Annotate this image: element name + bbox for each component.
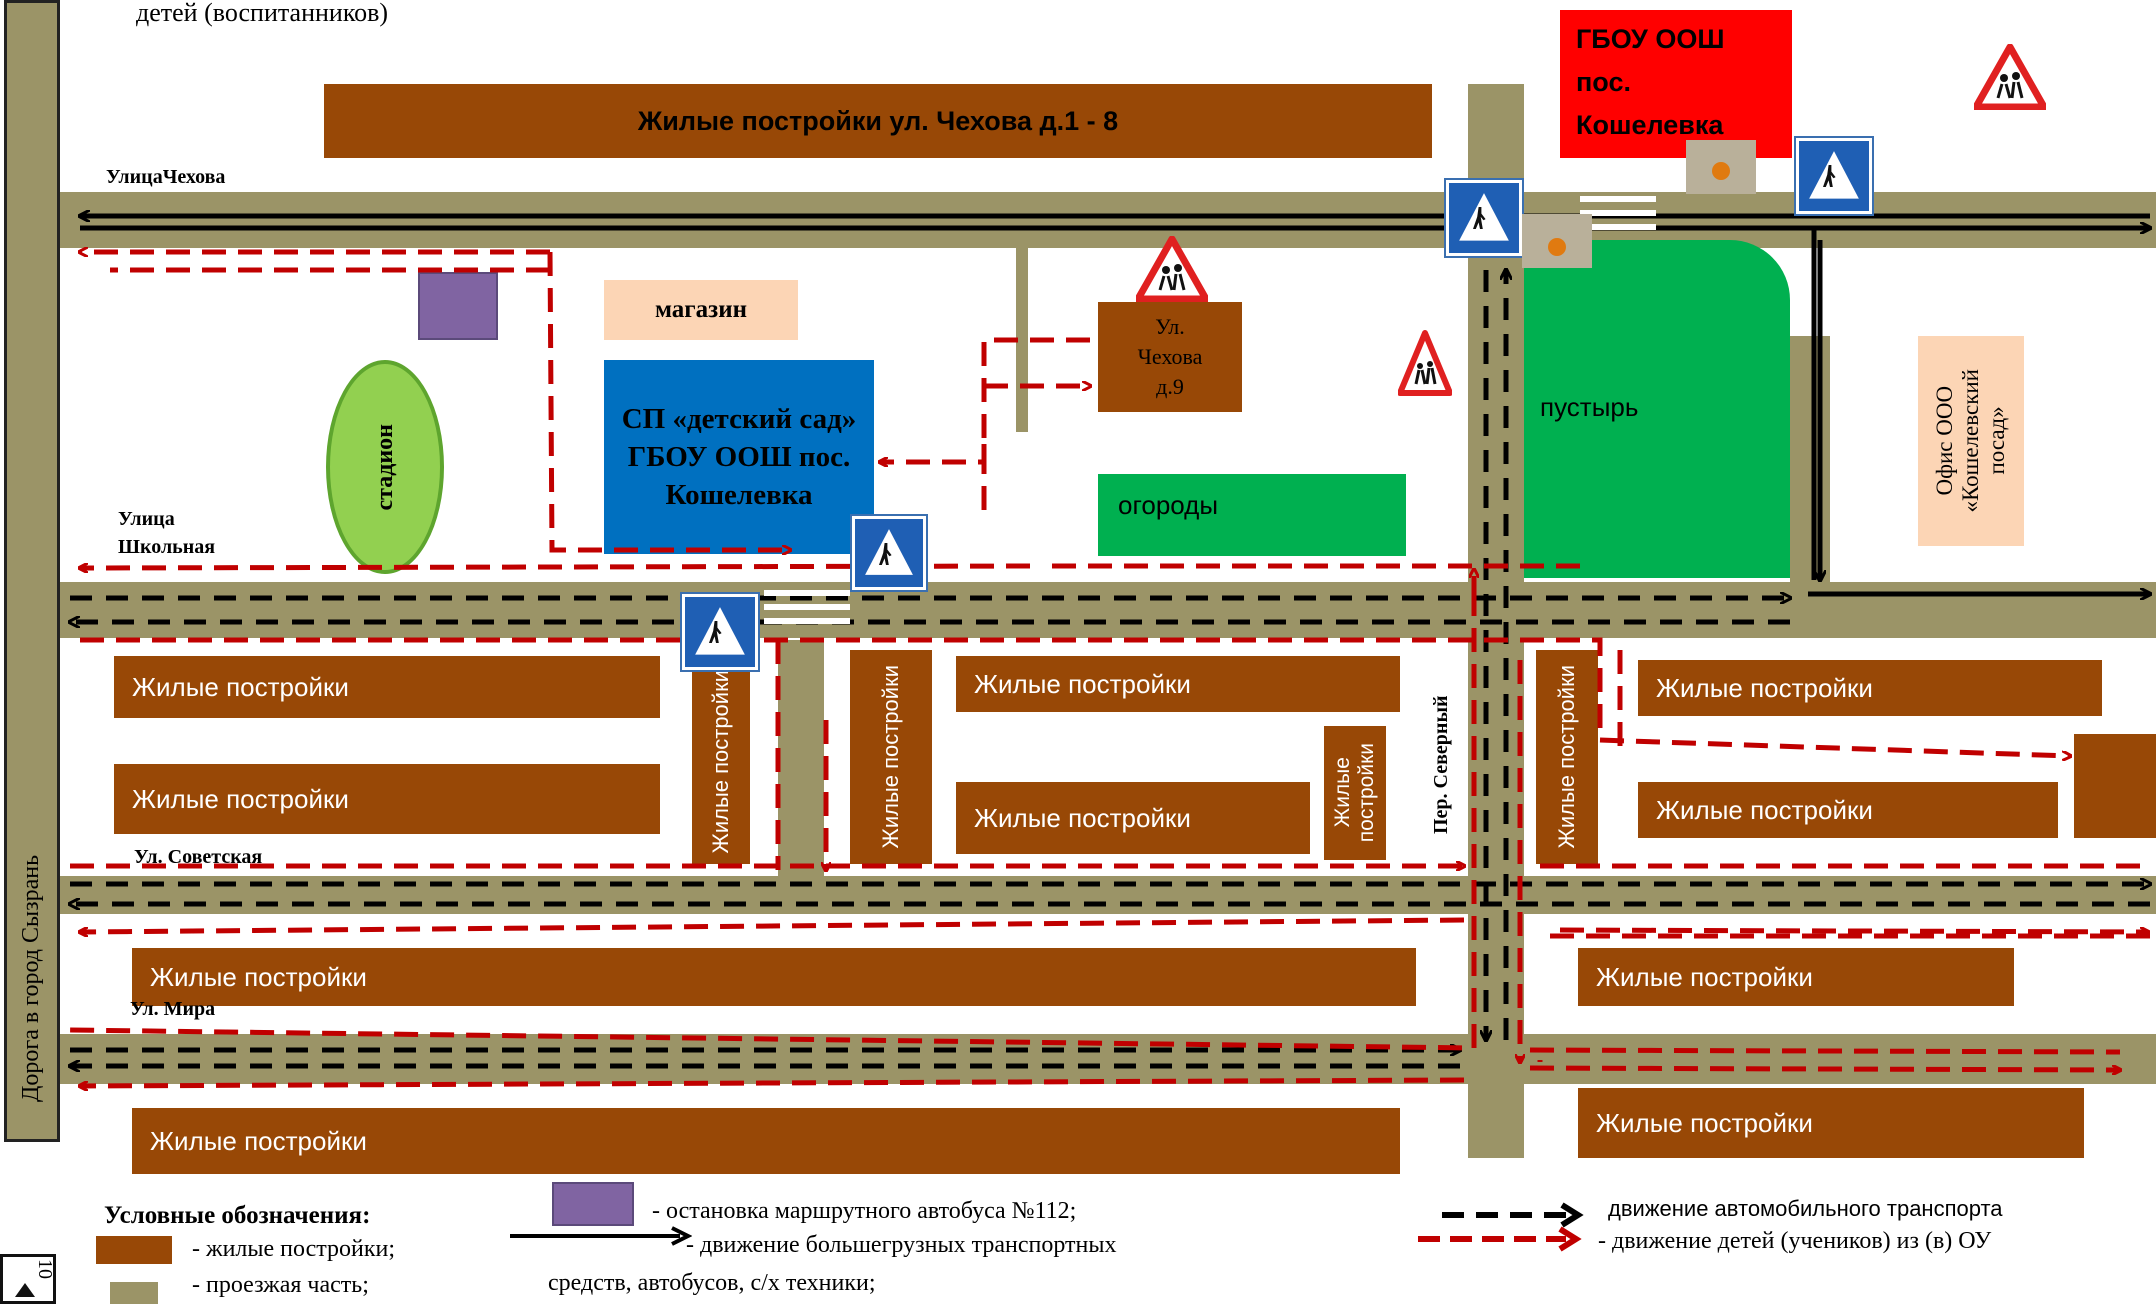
- legend-children-arrow-icon: [1418, 1226, 1582, 1252]
- residential-block: Жилые постройки: [132, 948, 1416, 1006]
- children-warning-sign-icon: [1136, 236, 1208, 302]
- wasteland-area: [1524, 240, 1790, 578]
- crosswalk-stripes: [764, 196, 1656, 624]
- legend-corner-mark: 10: [34, 1259, 56, 1279]
- residential-block: Жилые постройки: [1638, 660, 2102, 716]
- residential-block-small: [2074, 734, 2156, 838]
- road-lane-2: [778, 640, 824, 876]
- chekhov9-label-1: Ул.: [1155, 314, 1185, 339]
- chekhov9-label-2: Чехова: [1137, 344, 1203, 369]
- road-mira: [60, 1034, 2156, 1084]
- heavy-traffic-lines: [80, 216, 2150, 594]
- residential-block-vertical: Жилые постройки: [692, 660, 750, 864]
- residential-block: Жилые постройки: [1638, 782, 2058, 838]
- street-label-shkolnaya-2: Школьная: [118, 536, 216, 558]
- car-traffic-lines: [70, 270, 2150, 1066]
- kindergarten: СП «детский сад» ГБОУ ООШ пос. Кошелевка: [604, 360, 874, 554]
- legend-children-text: - движение детей (учеников) из (в) ОУ: [1598, 1228, 1992, 1254]
- legend-residential-swatch: [96, 1236, 172, 1264]
- shop-label: магазин: [654, 296, 748, 323]
- residential-block: Жилые постройки: [1578, 948, 2014, 1006]
- street-label-chekhova: УлицаЧехова: [106, 166, 226, 188]
- street-label-mira: Ул. Мира: [130, 998, 216, 1020]
- legend-car-text: движение автомобильного транспорта: [1608, 1196, 2003, 1221]
- legend-title: Условные обозначения:: [104, 1202, 371, 1229]
- kindergarten-label: СП «детский сад» ГБОУ ООШ пос. Кошелевка: [621, 403, 857, 511]
- pedestrian-crossing-sign-icon: [1446, 180, 1522, 256]
- gardens-label: огороды: [1118, 490, 1219, 520]
- pedestrian-crossing-sign-icon: [682, 594, 758, 670]
- school-building: ГБОУ ООШ пос. Кошелевка: [1560, 10, 1792, 158]
- pedestrian-crossing-sign-icon: [1796, 138, 1872, 214]
- school-label-1: ГБОУ ООШ: [1576, 24, 1725, 54]
- residential-block-vertical: Жилые постройки: [1324, 726, 1386, 860]
- residential-block: Жилые постройки: [114, 656, 660, 718]
- residential-block: Жилые постройки: [114, 764, 660, 834]
- stadium: стадион: [326, 360, 444, 574]
- legend-car-arrow-icon: [1442, 1202, 1584, 1228]
- pedestrian-crossing-sign-icon: [852, 516, 926, 590]
- legend-heavy-arrow-icon: [510, 1226, 692, 1246]
- residential-block: Жилые постройки: [956, 782, 1310, 854]
- bus-stop: [418, 272, 498, 340]
- children-warning-sign-icon: [1398, 330, 1452, 396]
- wasteland-label: пустырь: [1540, 392, 1639, 422]
- residential-block: Жилые постройки: [1578, 1088, 2084, 1158]
- building-chekhov9: Ул. Чехова д.9: [1098, 302, 1242, 412]
- map-caption: детей (воспитанников): [136, 0, 389, 27]
- street-label-sovetskaya: Ул. Советская: [130, 846, 267, 869]
- shop: магазин: [604, 280, 798, 340]
- legend-residential-text: - жилые постройки;: [192, 1236, 396, 1262]
- legend-bus-stop-swatch: [552, 1182, 634, 1226]
- residential-block-vertical: Жилые постройки: [850, 650, 932, 864]
- road-syzran: [4, 0, 60, 1142]
- traffic-light-icon: [1522, 214, 1592, 268]
- residential-block: Жилые постройки: [132, 1108, 1400, 1174]
- children-warning-sign-icon: [1974, 44, 2046, 110]
- traffic-light-icon: [1686, 140, 1756, 194]
- school-label-3: Кошелевка: [1576, 110, 1724, 140]
- gardens-area: [1098, 474, 1406, 556]
- chekhov9-label-3: д.9: [1156, 374, 1184, 399]
- legend-road-swatch: [110, 1282, 158, 1304]
- road-office: [1790, 336, 1830, 636]
- chekhov-block: Жилые постройки ул. Чехова д.1 - 8: [324, 84, 1432, 158]
- school-label-2: пос.: [1576, 67, 1631, 97]
- chekhov-block-label: Жилые постройки ул. Чехова д.1 - 8: [637, 105, 1119, 136]
- residential-block-vertical: Жилые постройки: [1536, 650, 1598, 864]
- street-label-shkolnaya-1: Улица: [118, 508, 175, 530]
- legend-road-text: - проезжая часть;: [192, 1272, 369, 1298]
- legend-heavy-text-1: - движение большегрузных транспортных: [686, 1232, 1117, 1258]
- residential-block: Жилые постройки: [956, 656, 1400, 712]
- legend-corner-box: 10: [0, 1254, 56, 1304]
- children-route-lines: [69, 252, 2150, 1086]
- legend-heavy-text-2: средств, автобусов, с/х техники;: [548, 1270, 876, 1296]
- legend-bus-stop-text: - остановка маршрутного автобуса №112;: [652, 1198, 1077, 1224]
- office: Офис ООО «Кошелевский посад»: [1918, 336, 2024, 546]
